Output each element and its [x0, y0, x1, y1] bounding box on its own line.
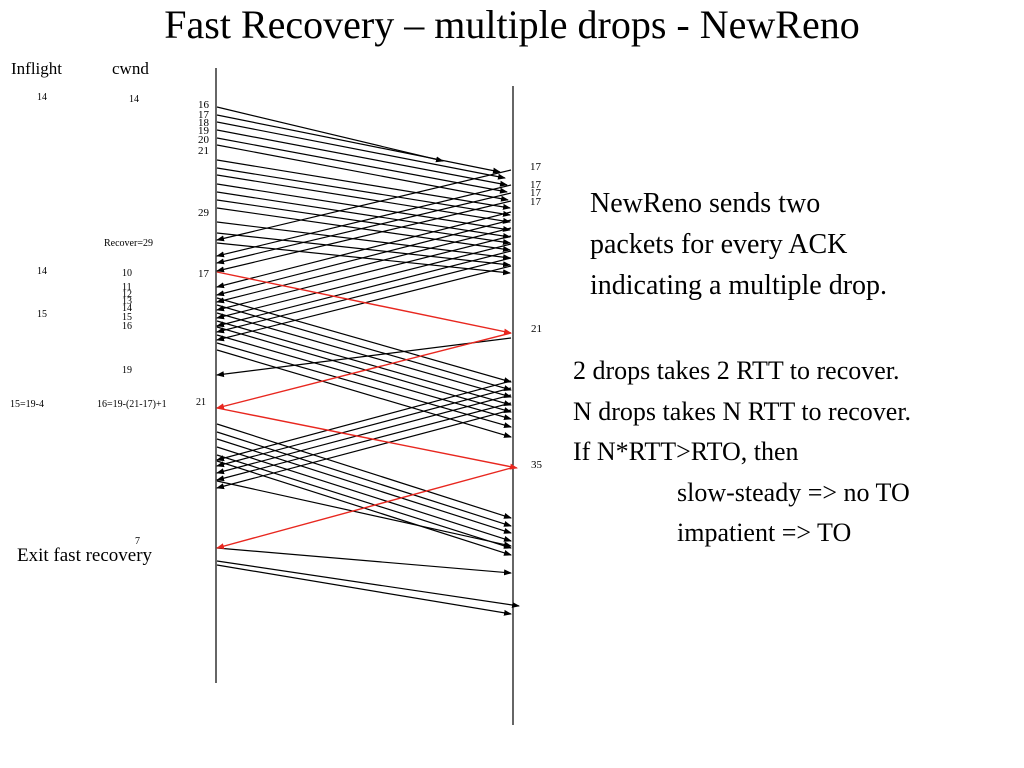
cwnd-value: 11 [122, 282, 132, 293]
packet-arrow [216, 184, 512, 258]
retransmit-arrow [216, 271, 512, 335]
receiver-ack-label: 35 [531, 459, 542, 471]
packet-arrow [216, 438, 512, 534]
packet-arrow [216, 423, 512, 519]
retransmit-arrow [216, 332, 512, 410]
packet-arrow [216, 232, 511, 268]
packet-arrow [216, 454, 512, 549]
packet-arrow [216, 257, 512, 334]
packet-arrow [216, 144, 509, 202]
packet-arrow [216, 199, 511, 245]
cwnd-value: 16=19-(21-17)+1 [97, 399, 167, 410]
packet-arrow [216, 114, 501, 174]
cwnd-value: 7 [135, 536, 140, 547]
packet-arrow [216, 387, 512, 468]
packet-arrow [216, 431, 512, 527]
packet-arrow [216, 560, 520, 608]
sender-seq-label: 18 [198, 117, 209, 129]
inflight-value: 14 [37, 92, 47, 103]
packet-arrow [216, 211, 512, 289]
packet-arrow [216, 159, 511, 210]
sender-seq-label: 29 [198, 207, 209, 219]
packet-arrow [216, 342, 512, 428]
inflight-value: 15=19-4 [10, 399, 44, 410]
exit-fast-recovery-label: Exit fast recovery [17, 545, 153, 566]
note-line: If N*RTT>RTO, then [573, 437, 799, 466]
note-line: indicating a multiple drop. [590, 270, 888, 301]
inflight-value: 15 [37, 309, 47, 320]
packet-arrow [216, 337, 512, 378]
packet-arrow [216, 183, 511, 232]
packet-arrow [216, 402, 512, 482]
packet-arrow [216, 192, 512, 265]
sender-seq-label: 19 [198, 125, 209, 137]
packet-arrow [216, 334, 512, 420]
note-line: slow-steady => no TO [677, 477, 910, 507]
sender-seq-label: 17 [198, 109, 209, 121]
rtt-note: 2 drops takes 2 RTT to recover. N drops … [573, 351, 911, 554]
packet-arrow [216, 326, 512, 413]
sender-seq-label: 21 [198, 145, 209, 157]
cwnd-value: 12 [122, 289, 132, 300]
note-line: N drops takes N RTT to recover. [573, 396, 912, 426]
packet-arrow [216, 297, 512, 383]
slide-title: Fast Recovery – multiple drops - NewReno [164, 2, 860, 47]
cwnd-value: 10 [122, 268, 132, 279]
cwnd-header: cwnd [112, 59, 149, 78]
packet-arrow [216, 169, 512, 242]
packet-arrow [216, 191, 511, 239]
packet-arrow [216, 207, 511, 252]
sender-seq-label: 17 [198, 268, 209, 280]
inflight-value: 14 [37, 266, 47, 277]
receiver-ack-label: 17 [530, 161, 541, 173]
packet-arrow [216, 227, 512, 304]
packet-arrow [216, 446, 512, 542]
receiver-ack-label: 17 [530, 187, 541, 199]
packet-arrow [216, 320, 512, 406]
note-line: packets for every ACK [590, 229, 848, 260]
note-line: impatient => TO [677, 518, 852, 547]
packet-arrow [216, 312, 512, 398]
packet-arrow [216, 547, 512, 576]
packet-arrow [216, 409, 512, 490]
packet-arrow [216, 219, 512, 297]
packet-arrow [216, 235, 512, 312]
packet-arrow [216, 304, 512, 391]
packet-arrow [216, 200, 512, 273]
retransmit-arrow [216, 467, 512, 550]
packet-arrow [216, 167, 511, 217]
packet-arrow [216, 394, 512, 475]
newreno-note: NewReno sends two packets for every ACK … [590, 183, 887, 306]
packet-arrow [216, 380, 512, 462]
note-line: NewReno sends two [590, 188, 821, 219]
sender-seq-label: 21 [196, 397, 206, 408]
cwnd-value: 13 [122, 296, 132, 307]
receiver-ack-label: 17 [530, 179, 541, 191]
packet-arrow [216, 121, 506, 180]
receiver-ack-label: 21 [531, 323, 542, 335]
cwnd-value: 14 [129, 94, 139, 105]
packet-arrows [216, 106, 520, 616]
cwnd-value: 16 [122, 321, 132, 332]
packet-arrow [216, 174, 511, 224]
cwnd-value: 15 [122, 312, 132, 323]
packet-arrow [216, 480, 512, 548]
note-line: 2 drops takes 2 RTT to recover. [573, 356, 900, 385]
packet-arrow [216, 564, 512, 616]
retransmit-arrow [216, 407, 518, 470]
inflight-header: Inflight [11, 59, 62, 78]
packet-arrow [216, 106, 444, 163]
packet-arrow [216, 129, 508, 187]
cwnd-value: 19 [122, 365, 132, 376]
receiver-ack-label: 17 [530, 196, 541, 208]
packet-arrow [216, 243, 512, 320]
sender-seq-label: 20 [198, 134, 209, 146]
packet-arrow [216, 250, 512, 328]
cwnd-value: 14 [122, 303, 132, 314]
recover-label: Recover=29 [104, 238, 153, 249]
sender-seq-label: 16 [198, 99, 209, 111]
